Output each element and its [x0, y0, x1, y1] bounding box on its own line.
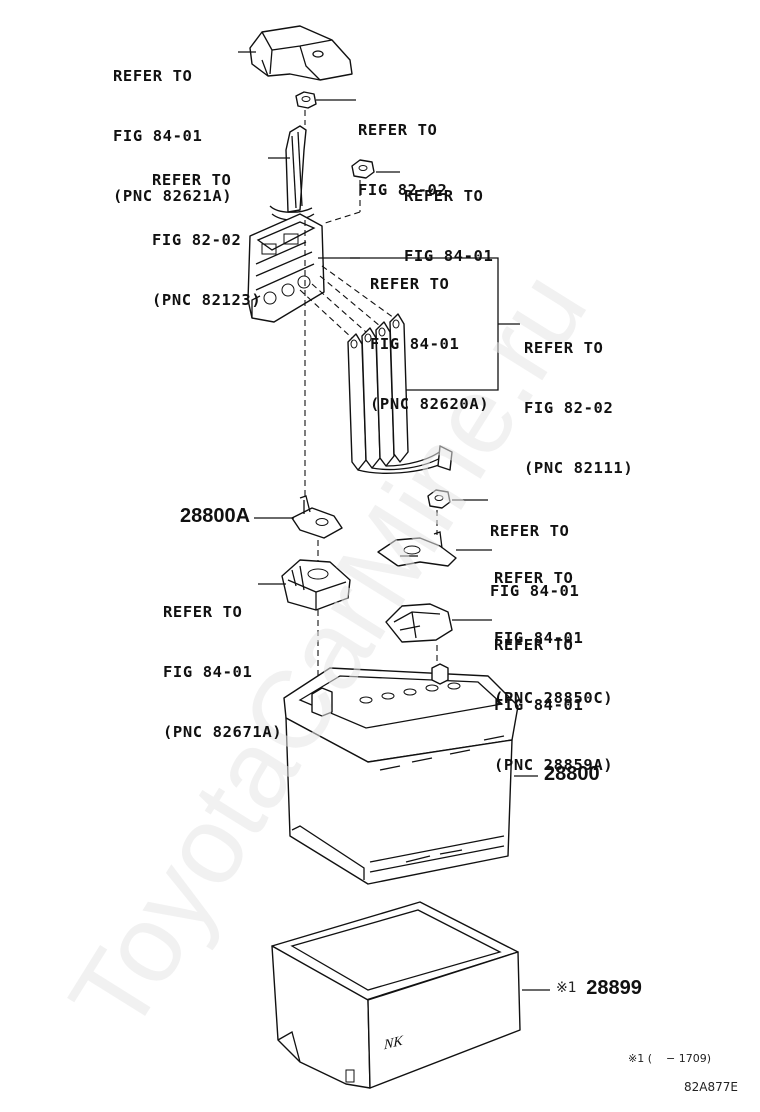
callout-line: REFER TO: [524, 339, 604, 357]
callout-line: FIG 84-01: [494, 696, 584, 714]
part-number-28800a: 28800A: [180, 505, 251, 527]
callout-line: FIG 82-02: [524, 399, 614, 417]
nut-right-part: [351, 159, 375, 179]
callout-82111: REFER TO FIG 82-02 (PNC 82111): [524, 298, 633, 498]
callout-line: REFER TO: [404, 187, 484, 205]
callout-line: (PNC 82621A): [113, 187, 233, 205]
callout-82123: REFER TO FIG 82-02 (PNC 82123): [152, 130, 261, 330]
battery-part: [283, 663, 519, 885]
cable-leads-part: [299, 265, 453, 474]
terminal-cover-positive-part: [385, 603, 453, 643]
callout-line: (PNC 82671A): [163, 723, 283, 741]
terminal-cover-part: [249, 25, 353, 81]
callout-line: FIG 84-01: [494, 629, 584, 647]
callout-82620a: REFER TO FIG 84-01 (PNC 82620A): [370, 234, 489, 434]
callout-line: FIG 84-01: [490, 582, 580, 600]
callout-line: FIG 82-02: [358, 181, 448, 199]
terminal-clamp-part: [291, 495, 343, 539]
callout-line: (PNC 82123): [152, 291, 262, 309]
callout-line: REFER TO: [152, 171, 232, 189]
callout-28859a: REFER TO FIG 84-01 (PNC 28859A): [494, 595, 613, 795]
callout-fig-82-02-nut: REFER TO FIG 82-02: [358, 80, 447, 220]
callout-line: FIG 82-02: [152, 231, 242, 249]
callout-line: FIG 84-01: [370, 335, 460, 353]
callout-fig-84-01-nut: REFER TO FIG 84-01: [404, 146, 493, 286]
callout-line: FIG 84-01: [163, 663, 253, 681]
nut-lower-part: [427, 489, 451, 509]
terminal-cover-lower-part: [281, 559, 351, 611]
callout-line: REFER TO: [494, 569, 574, 587]
battery-tray-part: [271, 901, 521, 1089]
part-number-28800: 28800: [544, 763, 600, 785]
callout-fig-84-01-lower-nut: REFER TO FIG 84-01: [490, 481, 579, 621]
callout-line: (PNC 82620A): [370, 395, 490, 413]
callout-line: REFER TO: [358, 121, 438, 139]
callout-82671a: REFER TO FIG 84-01 (PNC 82671A): [163, 562, 282, 762]
callout-line: REFER TO: [494, 636, 574, 654]
callout-line: (PNC 28850C): [494, 689, 614, 707]
part-number-28899: 28899: [586, 977, 642, 999]
cable-terminal-part: [269, 125, 315, 221]
callout-line: REFER TO: [113, 67, 193, 85]
callout-82621a: REFER TO FIG 84-01 (PNC 82621A): [113, 26, 232, 226]
nut-upper-part: [295, 91, 317, 109]
callout-line: REFER TO: [163, 603, 243, 621]
terminal-positive-part: [377, 531, 457, 567]
callout-line: (PNC 28859A): [494, 756, 614, 774]
callout-line: REFER TO: [490, 522, 570, 540]
diagram-id: 82A877E: [684, 1080, 738, 1094]
tray-note-mark: ※1: [556, 980, 577, 996]
callout-line: (PNC 82111): [524, 459, 634, 477]
footnote: ※1 ( − 1709): [628, 1052, 711, 1065]
callout-line: FIG 84-01: [404, 247, 494, 265]
callout-line: REFER TO: [370, 275, 450, 293]
callout-line: FIG 84-01: [113, 127, 203, 145]
part-number-28899-group: ※1 28899: [556, 977, 642, 1000]
callout-28850c: REFER TO FIG 84-01 (PNC 28850C): [494, 528, 613, 728]
